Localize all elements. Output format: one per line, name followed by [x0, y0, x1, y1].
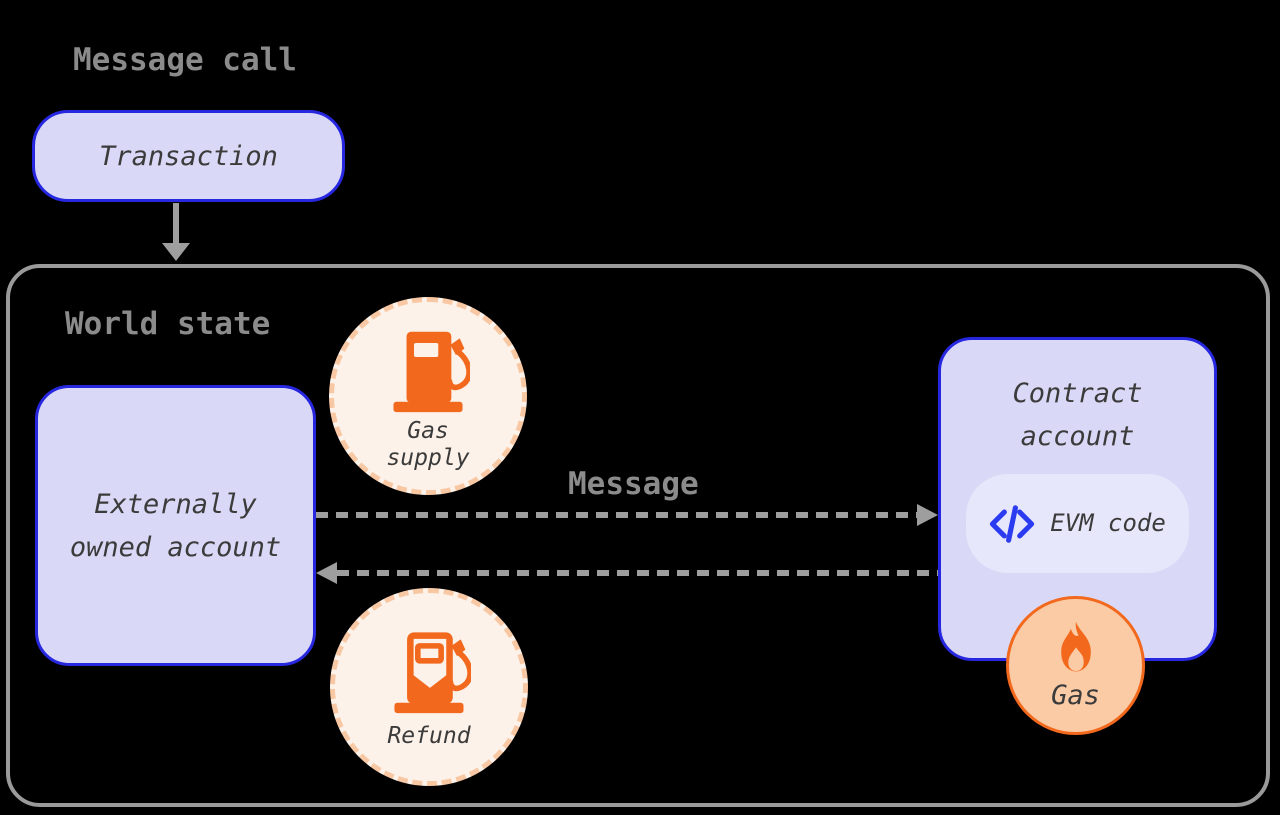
externally-owned-account-node: Externally owned account: [35, 385, 316, 666]
world-state-container: [6, 264, 1270, 807]
gas-pump-refund-icon: [387, 625, 473, 719]
flame-icon: [1049, 620, 1103, 680]
contract-account-node: Contract account EVM code: [938, 337, 1217, 661]
contract-label-line2: account: [1020, 421, 1135, 452]
gas-pump-icon: [386, 324, 472, 418]
code-icon: [989, 504, 1035, 544]
transaction-node: Transaction: [32, 110, 345, 202]
dashed-arrow-right-icon: [316, 504, 938, 526]
gas-supply-node: Gas supply: [329, 297, 527, 495]
evm-code-pill: EVM code: [966, 474, 1189, 573]
message-arrow-label: Message: [568, 466, 699, 502]
eoa-label-line1: Externally: [94, 488, 257, 520]
down-arrow-icon: [162, 203, 190, 261]
transaction-label: Transaction: [99, 140, 278, 172]
gas-supply-label-line2: supply: [386, 445, 470, 471]
eoa-label-line2: owned account: [69, 531, 282, 563]
contract-label-line1: Contract: [1012, 378, 1143, 409]
gas-burn-node: Gas: [1006, 596, 1145, 735]
world-state-title: World state: [65, 306, 271, 342]
gas-supply-label-line1: Gas: [407, 418, 449, 444]
page-title: Message call: [73, 42, 297, 78]
refund-node: Refund: [330, 588, 528, 786]
gas-burn-label: Gas: [1051, 680, 1100, 711]
refund-label: Refund: [387, 723, 471, 749]
dashed-arrow-left-icon: [316, 562, 940, 584]
evm-code-label: EVM code: [1050, 509, 1166, 537]
